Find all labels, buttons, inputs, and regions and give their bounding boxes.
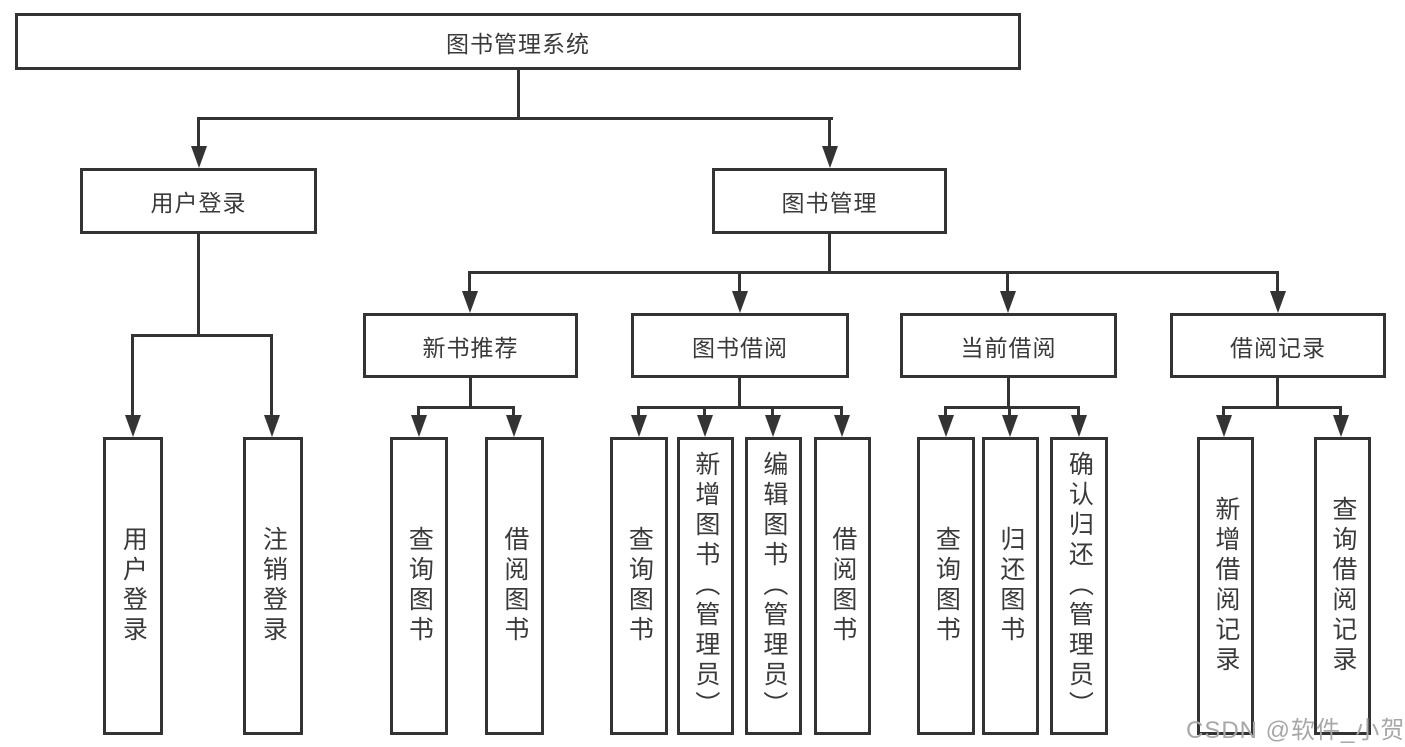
csdn-watermark: CSDN @软件_小贺同学	[1186, 717, 1405, 744]
connector-line	[828, 233, 831, 273]
connector-line	[1222, 406, 1342, 409]
connector-line	[944, 406, 947, 417]
connector-line	[1008, 406, 1011, 417]
connector-line	[1339, 406, 1342, 417]
arrowhead-down-icon	[765, 415, 781, 437]
arrowhead-down-icon	[631, 415, 647, 437]
leaf-confirm-return-admin: 确认归还（管理员）	[1050, 437, 1108, 735]
arrowhead-down-icon	[938, 415, 954, 437]
arrowhead-down-icon	[264, 415, 280, 437]
connector-line	[197, 117, 200, 148]
connector-line	[840, 406, 843, 417]
connector-line	[771, 406, 774, 417]
leaf-query-books-borrowing: 查询图书	[610, 437, 668, 735]
connector-line	[469, 377, 472, 408]
connector-line	[517, 69, 520, 119]
arrowhead-down-icon	[462, 291, 478, 313]
leaf-edit-books-admin: 编辑图书（管理员）	[745, 437, 802, 735]
node-label: 用户登录	[150, 190, 247, 216]
connector-line	[738, 271, 741, 294]
node-user-login: 用户登录	[80, 168, 317, 234]
arrowhead-down-icon	[1216, 415, 1232, 437]
leaf-query-books-recommendation: 查询图书	[390, 437, 448, 735]
leaf-label: 编辑图书（管理员）	[759, 451, 788, 721]
node-label: 借阅记录	[1230, 334, 1326, 361]
connector-line	[703, 406, 706, 417]
connector-line	[131, 334, 134, 417]
arrowhead-down-icon	[411, 415, 427, 437]
leaf-borrow-books-recommendation: 借阅图书	[485, 437, 544, 735]
arrowhead-down-icon	[697, 415, 713, 437]
arrowhead-down-icon	[822, 146, 838, 168]
arrowhead-down-icon	[1002, 415, 1018, 437]
node-label: 图书管理系统	[446, 30, 590, 57]
leaf-label: 查询借阅记录	[1328, 496, 1357, 676]
connector-line	[197, 117, 833, 120]
connector-line	[637, 406, 843, 409]
leaf-label: 确认归还（管理员）	[1065, 451, 1094, 721]
connector-line	[1222, 406, 1225, 417]
leaf-user-login: 用户登录	[103, 437, 163, 735]
connector-line	[197, 233, 200, 337]
arrowhead-down-icon	[1071, 415, 1087, 437]
arrowhead-down-icon	[506, 415, 522, 437]
leaf-label: 用户登录	[119, 526, 148, 646]
node-label: 图书借阅	[692, 334, 788, 361]
connector-line	[270, 334, 273, 417]
leaf-query-books-current: 查询图书	[917, 437, 975, 735]
connector-line	[1006, 271, 1009, 294]
leaf-add-borrow-record: 新增借阅记录	[1197, 437, 1254, 735]
connector-line	[738, 377, 741, 408]
node-borrowing-records: 借阅记录	[1170, 313, 1386, 378]
connector-line	[637, 406, 640, 417]
leaf-label: 新增借阅记录	[1211, 496, 1240, 676]
leaf-borrow-books: 借阅图书	[814, 437, 871, 735]
connector-line	[468, 271, 471, 294]
arrowhead-down-icon	[191, 146, 207, 168]
connector-line	[1276, 377, 1279, 408]
arrowhead-down-icon	[1270, 291, 1286, 313]
connector-line	[1276, 271, 1279, 294]
leaf-query-borrow-record: 查询借阅记录	[1314, 437, 1371, 735]
connector-line	[417, 406, 515, 409]
node-label: 图书管理	[781, 190, 878, 216]
arrowhead-down-icon	[834, 415, 850, 437]
arrowhead-down-icon	[1000, 291, 1016, 313]
connector-line	[828, 117, 831, 148]
connector-line	[1077, 406, 1080, 417]
leaf-add-books-admin: 新增图书（管理员）	[677, 437, 734, 735]
leaf-label: 查询图书	[625, 526, 654, 646]
arrowhead-down-icon	[125, 415, 141, 437]
leaf-label: 查询图书	[405, 526, 434, 646]
connector-line	[131, 334, 273, 337]
node-label: 新书推荐	[422, 334, 519, 361]
node-label: 当前借阅	[960, 334, 1057, 361]
leaf-label: 借阅图书	[828, 526, 857, 646]
node-library-management-system: 图书管理系统	[15, 13, 1021, 70]
connector-line	[512, 406, 515, 417]
leaf-return-books: 归还图书	[982, 437, 1039, 735]
leaf-label: 新增图书（管理员）	[691, 451, 720, 721]
node-current-borrowing: 当前借阅	[900, 313, 1117, 378]
leaf-label: 借阅图书	[500, 526, 529, 646]
leaf-label: 注销登录	[259, 526, 288, 646]
arrowhead-down-icon	[1333, 415, 1349, 437]
connector-line	[1007, 377, 1010, 408]
node-book-borrowing: 图书借阅	[631, 313, 849, 378]
node-new-book-recommendation: 新书推荐	[363, 313, 578, 378]
leaf-label: 查询图书	[932, 526, 961, 646]
connector-line	[944, 406, 1080, 409]
connector-line	[417, 406, 420, 417]
arrowhead-down-icon	[732, 291, 748, 313]
leaf-logout: 注销登录	[243, 437, 303, 735]
node-book-management: 图书管理	[712, 168, 947, 234]
connector-line	[468, 271, 1279, 274]
leaf-label: 归还图书	[996, 526, 1025, 646]
